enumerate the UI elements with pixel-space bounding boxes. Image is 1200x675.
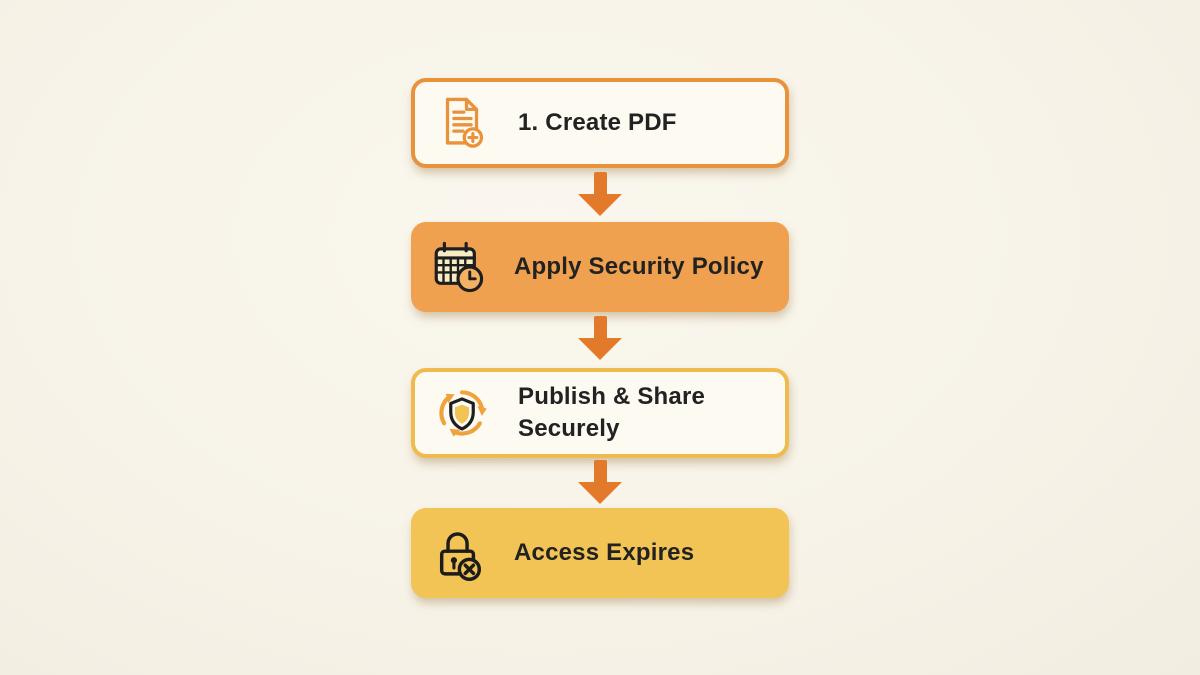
step-box-publish-share: Publish & Share Securely [411,368,789,458]
calendar-clock-icon [428,237,488,297]
arrow-head [578,194,622,216]
step-box-create-pdf: 1. Create PDF [411,78,789,168]
arrow-stem [593,316,607,338]
document-add-icon [432,93,492,153]
step-label: Access Expires [514,539,695,567]
arrow-stem [593,460,607,482]
flow-arrow-down [578,316,622,360]
flow-arrow-down [578,172,622,216]
step-label: 1. Create PDF [518,109,677,137]
flow-arrow-down [578,460,622,504]
arrow-stem [593,172,607,194]
step-box-apply-security-policy: Apply Security Policy [411,222,789,312]
step-label: Apply Security Policy [514,253,764,281]
arrow-head [578,338,622,360]
arrow-head [578,482,622,504]
step-box-access-expires: Access Expires [411,508,789,598]
step-label: Publish & Share Securely [518,383,706,442]
shield-sync-icon [432,383,492,443]
lock-denied-icon [428,523,488,583]
